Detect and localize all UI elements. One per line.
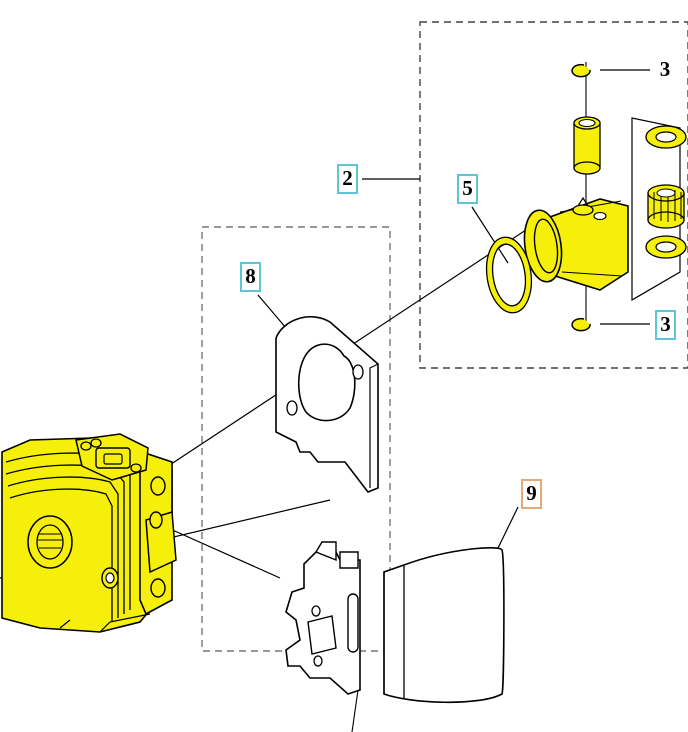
cylinder-stud-b bbox=[90, 438, 102, 448]
leader-line-5 bbox=[471, 206, 509, 264]
cylinder-stud-c bbox=[130, 463, 142, 473]
piston-ring bbox=[485, 236, 533, 314]
leader-line-9 bbox=[497, 506, 519, 549]
heat-shield-hole-lower bbox=[313, 655, 323, 667]
cylinder-gasket-plate bbox=[275, 316, 379, 493]
gudgeon-pin bbox=[573, 116, 601, 175]
group-boundaries bbox=[201, 21, 688, 652]
cylinder-mount-hole-right bbox=[150, 578, 166, 598]
muffler-heat-shield bbox=[285, 541, 505, 732]
cylinder-mount-hole-mid bbox=[149, 511, 163, 529]
callout-label-3-bottom[interactable]: 3 bbox=[655, 310, 676, 340]
gasket-bolt-hole-upper bbox=[352, 364, 364, 380]
callout-label-5[interactable]: 5 bbox=[457, 174, 478, 204]
cylinder-block bbox=[1, 433, 177, 633]
thrust-washer-upper bbox=[645, 125, 687, 149]
group-box-piston-assembly bbox=[419, 21, 688, 369]
callout-label-8[interactable]: 8 bbox=[240, 262, 261, 292]
heat-shield-hole-upper bbox=[311, 605, 321, 617]
group-box-gasket-region bbox=[201, 226, 391, 652]
cylinder-mount-hole-upper bbox=[150, 476, 166, 496]
heat-shield-vent-slot bbox=[347, 593, 359, 653]
needle-roller-bearing bbox=[647, 184, 685, 229]
assembly-axis-line-shield bbox=[167, 527, 281, 579]
callout-label-2[interactable]: 2 bbox=[337, 164, 358, 194]
callout-label-9[interactable]: 9 bbox=[521, 479, 542, 509]
callout-label-3-top[interactable]: 3 bbox=[659, 56, 671, 81]
piston bbox=[523, 196, 629, 291]
cylinder-stud-a bbox=[80, 441, 92, 451]
circlip-top bbox=[571, 63, 591, 78]
piston-assembly-group bbox=[485, 62, 687, 332]
gasket-bolt-hole-lower bbox=[286, 400, 298, 416]
circlip-bottom bbox=[571, 317, 591, 332]
thrust-washer-lower bbox=[645, 235, 687, 259]
